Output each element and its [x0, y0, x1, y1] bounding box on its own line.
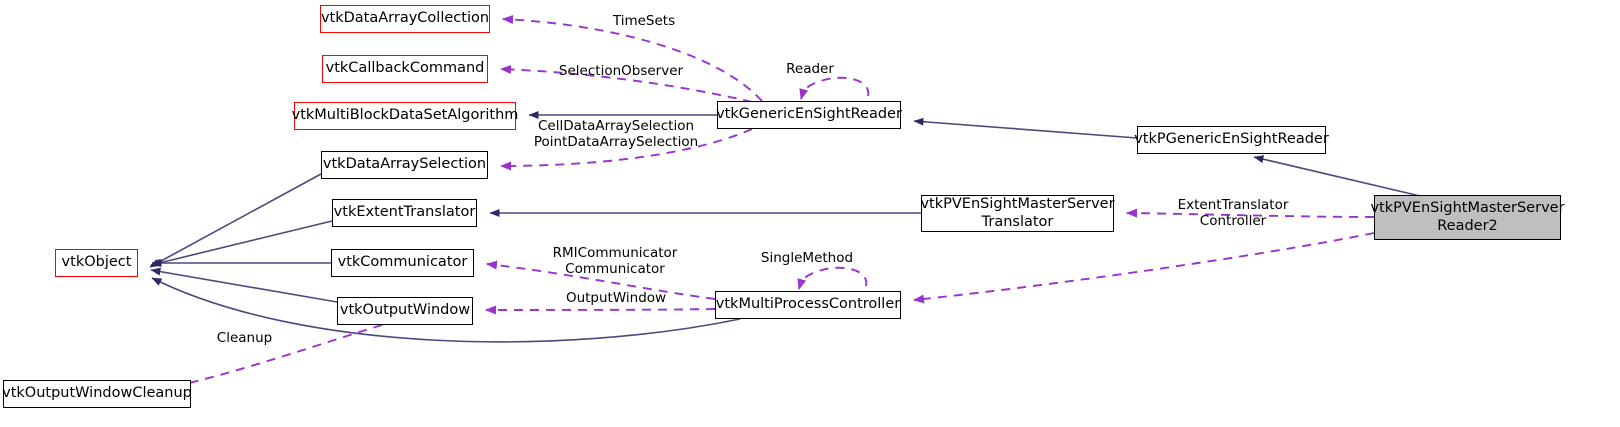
edge-label-cleanup: Cleanup [216, 330, 273, 346]
usage-edges [167, 15, 1375, 391]
inheritance-edges [149, 111, 1421, 343]
node-vtkMultiBlockDataSetAlgorithm[interactable]: vtkMultiBlockDataSetAlgorithm [292, 102, 518, 130]
node-vtkExtentTranslator[interactable]: vtkExtentTranslator [332, 199, 477, 227]
edge-usage-selection-observer [500, 64, 753, 103]
edge-vtkPGenericEnSightReader-to-vtkGenericEnSightReader [913, 117, 1138, 139]
edge-vtkDataArraySelection-to-vtkObject [149, 173, 322, 268]
edge-usage-controller [913, 232, 1375, 304]
node-vtkObject[interactable]: vtkObject [55, 249, 138, 277]
edge-usage-timesets [502, 15, 763, 102]
edge-usage-output-window [485, 305, 716, 315]
edge-vtkOutputWindow-to-vtkObject [150, 267, 338, 303]
edge-label-output-window: OutputWindow [565, 290, 667, 306]
edge-label-single-method: SingleMethod [760, 250, 854, 266]
node-vtkGenericEnSightReader[interactable]: vtkGenericEnSightReader [716, 101, 902, 129]
edge-label-selection-observer: SelectionObserver [558, 63, 684, 79]
node-vtkCallbackCommand[interactable]: vtkCallbackCommand [322, 55, 488, 83]
edge-vtkPVEnSightMasterServerReader2-to-vtkPGenericEnSightReader [1253, 155, 1421, 197]
node-vtkOutputWindowCleanup[interactable]: vtkOutputWindowCleanup [2, 380, 192, 408]
node-vtkDataArrayCollection[interactable]: vtkDataArrayCollection [320, 5, 490, 33]
edge-usage-reader-self [799, 76, 869, 100]
edge-vtkExtentTranslator-to-vtkObject [150, 220, 333, 267]
node-vtkPVEnSightMasterServerReader2[interactable]: vtkPVEnSightMasterServer Reader2 [1370, 195, 1565, 240]
edge-usage-cleanup [167, 324, 383, 391]
edge-usage-data-array-selection [500, 128, 753, 171]
edge-label-rmi-communicator: RMICommunicator Communicator [552, 245, 678, 277]
node-vtkPVEnSightMasterServerTranslator[interactable]: vtkPVEnSightMasterServer Translator [920, 195, 1115, 232]
edge-vtkMultiProcessController-to-vtkObject [151, 277, 741, 343]
node-vtkPGenericEnSightReader[interactable]: vtkPGenericEnSightReader [1134, 126, 1329, 154]
node-vtkMultiProcessController[interactable]: vtkMultiProcessController [715, 291, 901, 319]
node-vtkDataArraySelection[interactable]: vtkDataArraySelection [321, 151, 488, 179]
node-vtkCommunicator[interactable]: vtkCommunicator [331, 249, 474, 277]
edge-usage-rmi-communicator [486, 260, 716, 300]
edge-usage-single-method-self [797, 266, 867, 290]
edge-label-reader: Reader [786, 61, 834, 77]
node-vtkOutputWindow[interactable]: vtkOutputWindow [337, 297, 473, 325]
edge-label-extent-translator-controller: ExtentTranslator Controller [1177, 197, 1289, 229]
edge-label-cell-point-data-array-selection: CellDataArraySelection PointDataArraySel… [533, 118, 699, 150]
edge-label-timesets: TimeSets [612, 13, 676, 29]
